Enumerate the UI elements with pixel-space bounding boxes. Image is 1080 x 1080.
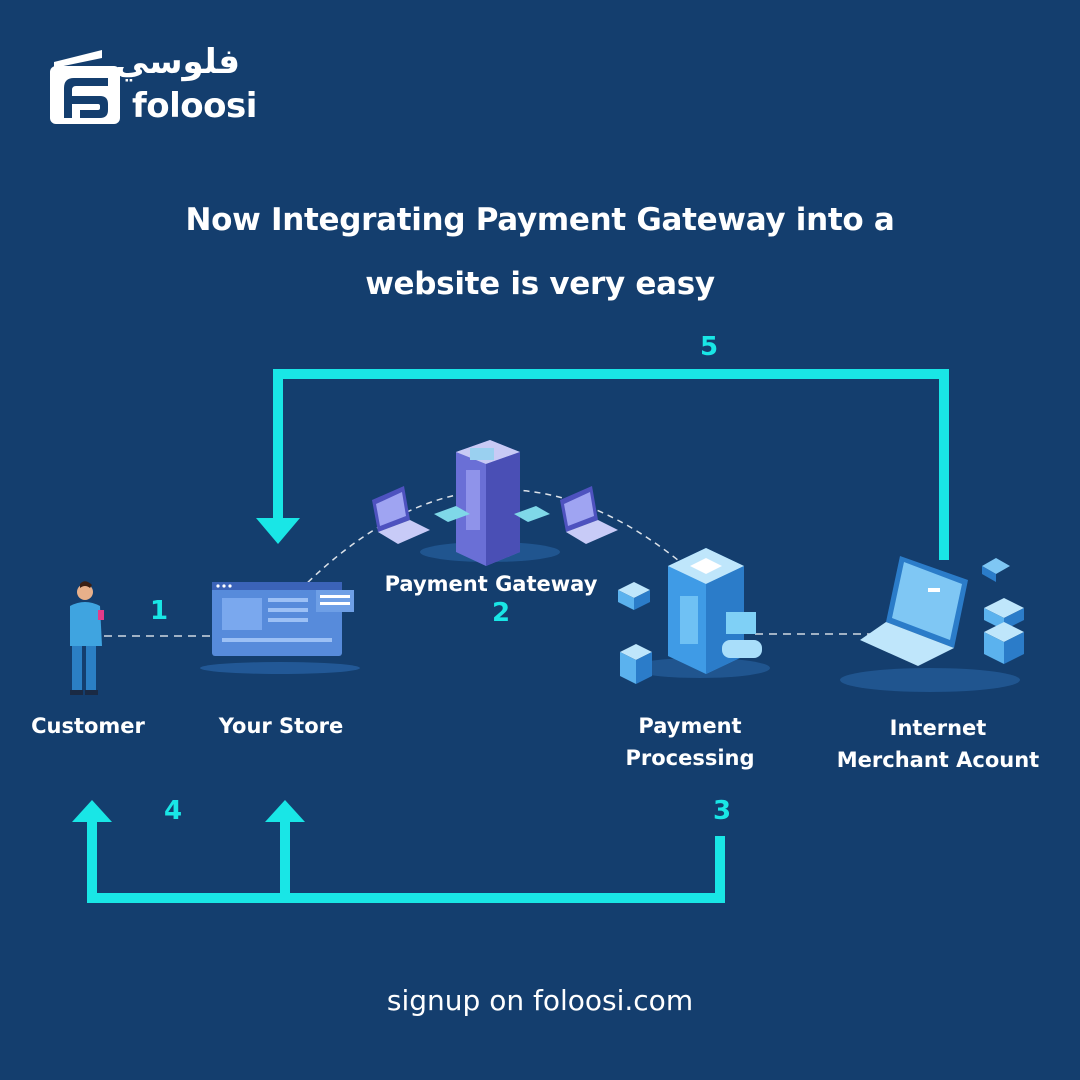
label-your-store: Your Store (218, 714, 344, 738)
label-payment-processing-line-2: Processing (625, 746, 755, 770)
gateway-tablet-right-icon (514, 506, 550, 522)
headline-line-2: website is very easy (365, 266, 715, 302)
label-payment-processing-line-1: Payment (638, 714, 742, 738)
gateway-laptop-left-icon (372, 486, 430, 544)
brand-name-arabic: فلوسي (114, 42, 240, 82)
label-customer: Customer (31, 714, 145, 738)
gateway-server-icon (420, 440, 560, 566)
label-merchant-account: Internet Merchant Acount (830, 712, 1046, 776)
merchant-laptop-icon (840, 556, 1020, 692)
step-number-2: 2 (492, 598, 511, 628)
arrow-down-store-icon (256, 518, 300, 544)
label-merchant-account-line-2: Merchant Acount (836, 748, 1040, 772)
customer-icon (70, 581, 104, 695)
flow-line-step-3-4 (87, 820, 725, 903)
label-payment-processing: Payment Processing (610, 710, 770, 774)
gateway-laptop-right-icon (560, 486, 618, 544)
processing-machine-icon (630, 548, 770, 678)
label-payment-gateway: Payment Gateway (384, 572, 598, 596)
headline: Now Integrating Payment Gateway into a w… (90, 188, 990, 316)
step-number-5: 5 (700, 332, 719, 362)
merchant-stack-icon (982, 558, 1024, 664)
step-number-4: 4 (164, 796, 183, 826)
arrow-up-store-icon (265, 800, 305, 822)
brand-name-latin: foloosi (132, 86, 257, 126)
label-merchant-account-line-1: Internet (889, 716, 987, 740)
foloosi-logo-icon (50, 50, 120, 124)
headline-line-1: Now Integrating Payment Gateway into a (185, 202, 895, 238)
footer-signup-text: signup on foloosi.com (386, 984, 694, 1017)
flow-line-step-5 (273, 369, 949, 560)
step-number-3: 3 (713, 796, 732, 826)
arrow-up-customer-icon (72, 800, 112, 822)
processing-cube-left-icon (618, 582, 652, 684)
store-browser-icon (200, 582, 360, 674)
gateway-tablet-left-icon (434, 506, 470, 522)
step-number-1: 1 (150, 596, 169, 626)
